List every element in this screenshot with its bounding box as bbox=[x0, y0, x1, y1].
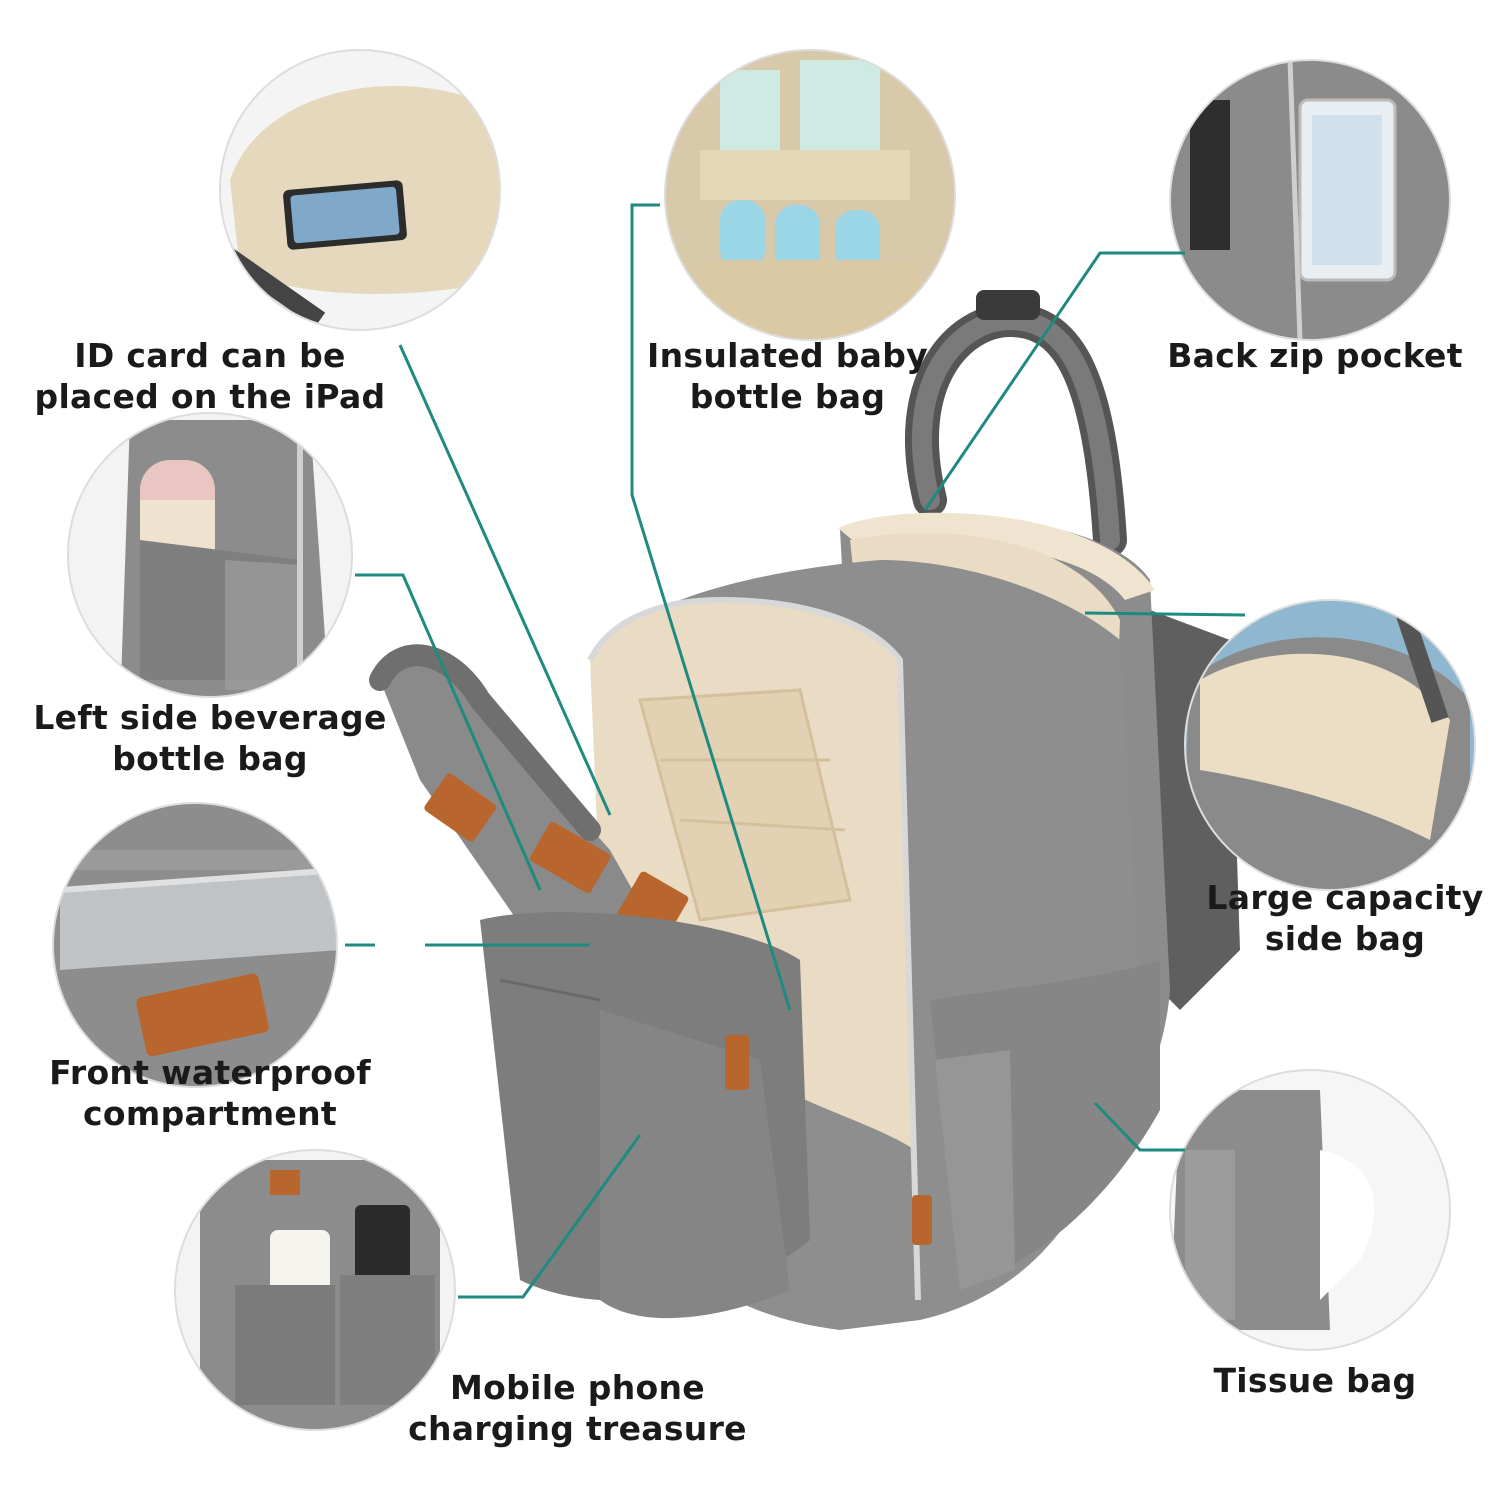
label-large-capacity: Large capacity side bag bbox=[1206, 878, 1484, 958]
label-tissue: Tissue bag bbox=[1213, 1361, 1417, 1400]
label-waterproof: Front waterproof compartment bbox=[49, 1053, 371, 1133]
label-phone-charging: Mobile phone charging treasure bbox=[408, 1368, 747, 1448]
callout-image-tissue bbox=[1169, 1069, 1451, 1351]
label-baby-bottle: Insulated baby bottle bag bbox=[647, 336, 928, 416]
leader-baby-bottle bbox=[630, 203, 792, 1011]
callout-image-left-bottle bbox=[67, 412, 353, 698]
label-back-zip: Back zip pocket bbox=[1167, 336, 1463, 375]
callout-image-phone-charging bbox=[174, 1149, 456, 1431]
callout-image-id-card bbox=[219, 49, 501, 331]
callout-image-waterproof bbox=[52, 802, 338, 1088]
leader-large-capacity bbox=[1084, 611, 1246, 617]
leader-back-zip bbox=[923, 251, 1185, 511]
backpack-main bbox=[369, 290, 1240, 1330]
callout-image-baby-bottle bbox=[664, 49, 956, 341]
leader-lines bbox=[345, 203, 1246, 1299]
label-left-bottle: Left side beverage bottle bag bbox=[33, 698, 387, 778]
callout-image-back-zip bbox=[1169, 59, 1451, 341]
label-id-card: ID card can be placed on the iPad bbox=[34, 336, 386, 416]
leader-tissue bbox=[1093, 1101, 1185, 1152]
leader-id-card bbox=[398, 344, 612, 816]
leader-left-bottle bbox=[355, 573, 542, 891]
leader-phone-charging bbox=[458, 1134, 642, 1299]
callout-image-large-capacity bbox=[1184, 599, 1476, 891]
